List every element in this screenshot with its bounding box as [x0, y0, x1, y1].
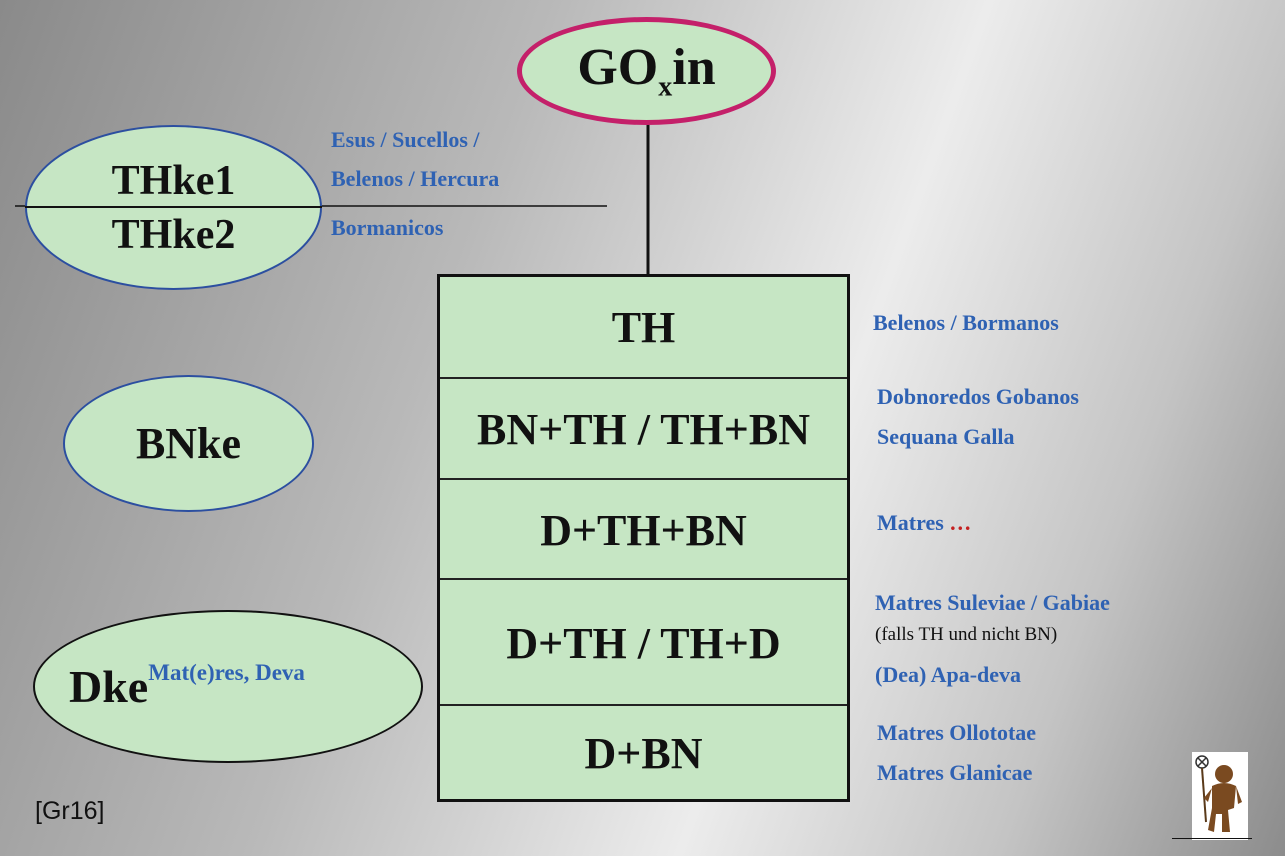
row-d-th: D+TH / TH+D	[440, 578, 847, 706]
thke-label-1: Esus / Sucellos /	[331, 127, 480, 152]
root-label: GOxin	[577, 39, 716, 103]
thke2-label: THke2	[111, 211, 236, 258]
label-sequana: Sequana Galla	[877, 424, 1015, 449]
label-matres: Matres …	[877, 510, 972, 535]
root-node: GOxin	[517, 17, 776, 125]
figurine-icon	[1192, 752, 1248, 840]
dke-label: Dke	[69, 661, 149, 712]
thke1-label: THke1	[111, 157, 236, 204]
label-dobnoredos: Dobnoredos Gobanos	[877, 384, 1079, 409]
figurine-underline	[1172, 838, 1252, 839]
label-matres-ollototae: Matres Ollototae	[877, 720, 1037, 745]
row-bn-th: BN+TH / TH+BN	[440, 377, 847, 480]
bnke-label: BNke	[135, 419, 242, 468]
label-falls-th: (falls TH und nicht BN)	[875, 624, 1058, 645]
bnke-node: BNke	[63, 375, 314, 512]
dke-superscript: Mat(e)res, Deva	[148, 659, 305, 685]
thke-label-3: Bormanicos	[331, 215, 444, 240]
row-d-th-bn: D+TH+BN	[440, 478, 847, 580]
thke-inner-divider	[25, 206, 322, 208]
dke-node: Dke Mat(e)res, Deva	[33, 610, 423, 763]
label-apa-deva: (Dea) Apa-deva	[875, 662, 1022, 687]
label-belenos-bormanos: Belenos / Bormanos	[873, 310, 1059, 335]
label-matres-suleviae: Matres Suleviae / Gabiae	[875, 590, 1110, 615]
row-th: TH	[611, 302, 676, 352]
row-d-bn: D+BN	[440, 704, 847, 801]
thke-label-2: Belenos / Hercura	[331, 166, 500, 191]
hierarchy-table: TH BN+TH / TH+BN D+TH+BN D+TH / TH+D D+B…	[437, 274, 850, 802]
source-reference: [Gr16]	[35, 797, 105, 825]
ellipsis-mark: …	[949, 510, 972, 535]
label-matres-glanicae: Matres Glanicae	[877, 760, 1033, 785]
